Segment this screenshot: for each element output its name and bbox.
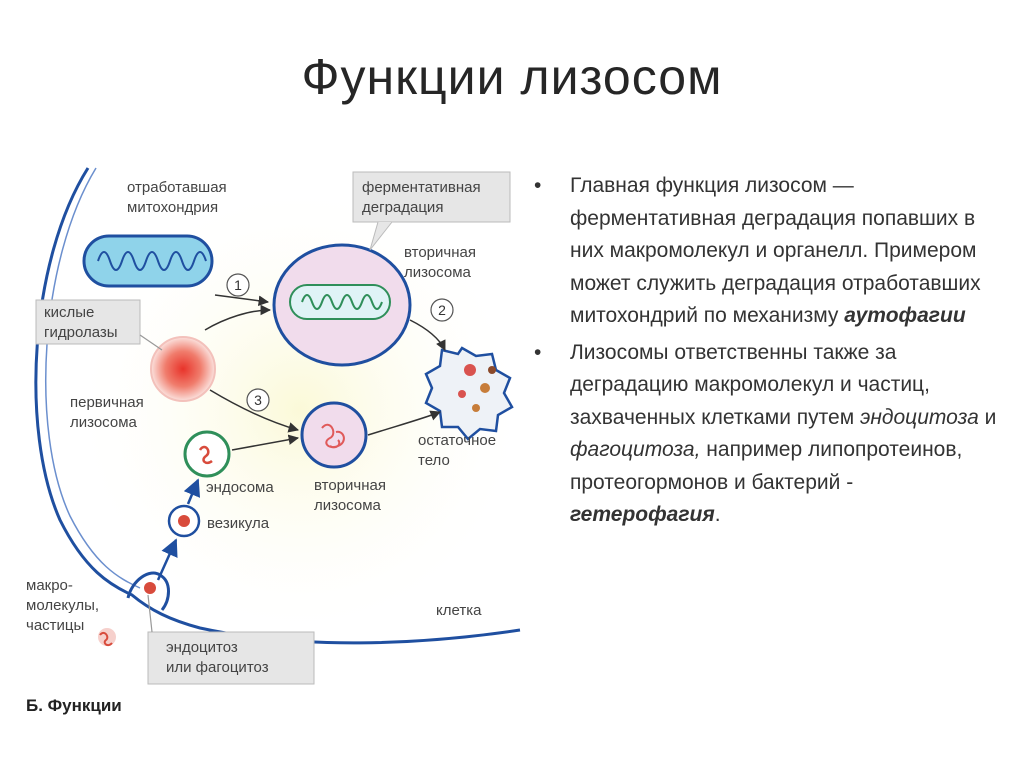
step-2-number: 2 [438,302,446,318]
bullet-text: Главная функция лизосом — ферментативная… [570,174,981,327]
old-mitochondrion-label: отработавшая митохондрия [127,179,231,216]
acid-hydrolases-label: кислые гидролазы [44,304,118,341]
cell-membrane [34,167,521,645]
endocytosis-label: эндоцитоз или фагоцитоз [166,639,269,676]
cell-label: клетка [436,602,482,619]
arrow-lysosome-to-residual [409,319,446,351]
arrow-primary-to-secondary [209,389,300,433]
primary-lysosome [150,336,216,402]
outside-particle [98,628,116,647]
bullet-marker: • [534,340,542,364]
bullet-text: Лизосомы ответственны также за деградаци… [570,340,930,429]
arrow-hydrolase-to-lysosome [204,304,272,331]
pocket-particle [144,582,156,594]
step-1-number: 1 [234,277,242,293]
residual-body-label: остаточное тело [418,432,500,469]
enzymatic-label-box [352,171,511,223]
bullet-text: . [714,503,721,526]
enzymatic-callout [369,221,393,251]
bullet-text: и [978,405,997,429]
acid-hydrolases-box [35,299,141,345]
macromolecules-label: макро- молекулы, частицы [26,577,103,634]
old-mitochondrion [82,234,214,288]
lysosome-functions-diagram: 1 2 3 отработавшая митохондрия ферментат… [26,167,530,715]
endosome [183,430,231,478]
bullet-emphasis: аутофагии [844,304,966,327]
arrow-secondary-to-residual [367,410,441,436]
secondary-lysosome-top-label: вторичная лизосома [404,244,480,281]
enzymatic-degradation-label: ферментативная деградация [362,179,485,216]
endosome-label: эндосома [206,479,274,496]
step-1-circle [226,273,250,297]
step-2-circle [430,298,454,322]
arrow-mito-to-lysosome [214,294,270,306]
bullet-emphasis: фагоцитоза, [570,438,701,461]
bullet-item-autophagy: • Главная функция лизосом — ферментативн… [530,170,1000,333]
endocytosis-box [147,631,315,685]
page-title: Функции лизосом [301,49,723,105]
bullet-list: • Главная функция лизосом — ферментативн… [530,170,1000,536]
endocytosis-connector [147,594,153,633]
diagram-caption: Б. Функции [26,696,122,715]
acid-hydrolases-connector [139,334,163,351]
bullet-emphasis: эндоцитоза [860,405,979,429]
bullet-text: например липопротеинов, протеогормонов и… [570,438,963,494]
bullet-marker: • [534,174,542,197]
vesicle-label: везикула [207,515,270,532]
step-3-circle [246,388,270,412]
secondary-lysosome-top [272,243,412,367]
arrow-endosome-to-secondary [231,434,300,451]
cell-membrane-inner [44,167,141,589]
arrow-pocket-to-vesicle [156,538,178,581]
bullet-item-heterophagy: • Лизосомы ответственны также за деграда… [530,337,1000,532]
secondary-lysosome-bottom-label: вторичная лизосома [314,477,390,514]
secondary-lysosome-bottom [300,401,368,469]
bullet-emphasis: гетерофагия [570,503,715,526]
primary-lysosome-label: первичная лизосома [70,394,148,431]
arrow-vesicle-to-endosome [183,478,201,505]
step-3-number: 3 [254,392,262,408]
vesicle [167,504,201,538]
residual-body [424,346,514,441]
